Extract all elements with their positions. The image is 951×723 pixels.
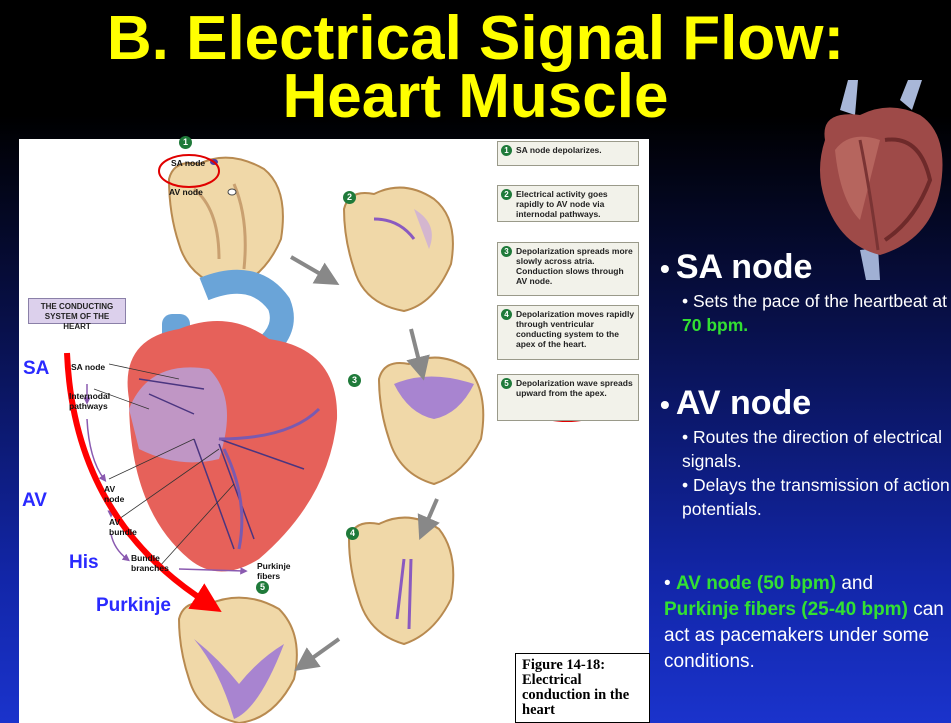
step-badge-2: 2: [343, 191, 356, 204]
step-box-2-num: 2: [501, 189, 512, 200]
side-label-av: AV: [22, 490, 47, 512]
heart-diagram-5: [179, 598, 297, 723]
sa-node-rate: 70 bpm.: [682, 315, 748, 335]
figure-caption: Figure 14-18: Electrical conduction in t…: [515, 653, 650, 723]
step-box-2: 2 Electrical activity goes rapidly to AV…: [497, 185, 639, 222]
av-node-sub-1: Routes the direction of electrical signa…: [682, 427, 942, 471]
label-av-node: AV node: [104, 484, 126, 504]
step-box-5: 5 Depolarization wave spreads upward fro…: [497, 374, 639, 421]
label-purkinje-fibers: Purkinje fibers: [257, 561, 297, 581]
label-bundle-branches: Bundle branches: [131, 553, 176, 573]
pacemaker-and: and: [841, 573, 873, 594]
step-box-1: 1 SA node depolarizes.: [497, 141, 639, 166]
label-av-bundle: AV bundle: [109, 517, 139, 537]
bullet-sa-node: •SA node • Sets the pace of the heartbea…: [660, 248, 950, 337]
label-internodal: Internodal pathways: [69, 391, 119, 411]
step-badge-4: 4: [346, 527, 359, 540]
conducting-system-box: THE CONDUCTING SYSTEM OF THE HEART: [28, 298, 126, 324]
heart-diagram-2: [344, 188, 453, 311]
step-box-5-num: 5: [501, 378, 512, 389]
step-box-3-text: Depolarization spreads more slowly acros…: [516, 246, 633, 286]
step-box-3: 3 Depolarization spreads more slowly acr…: [497, 242, 639, 296]
purkinje-rate: Purkinje fibers (25-40 bpm): [664, 599, 908, 620]
step-box-2-text: Electrical activity goes rapidly to AV n…: [516, 189, 608, 219]
side-label-sa: SA: [23, 358, 49, 380]
step-badge-5: 5: [256, 581, 269, 594]
av-node-rate: AV node (50 bpm): [676, 573, 836, 594]
step-badge-1: 1: [179, 136, 192, 149]
step-box-4-num: 4: [501, 309, 512, 320]
sa-node-heading: SA node: [676, 248, 813, 286]
sa-node-sub: Sets the pace of the heartbeat at: [693, 291, 947, 311]
step-box-5-text: Depolarization wave spreads upward from …: [516, 378, 633, 398]
heart-diagram-3: [379, 358, 483, 484]
label-sa-node: SA node: [71, 362, 105, 372]
step-badge-3: 3: [348, 374, 361, 387]
step-box-4: 4 Depolarization moves rapidly through v…: [497, 305, 639, 360]
step-box-3-num: 3: [501, 246, 512, 257]
heart-diagram-1: [169, 158, 283, 289]
av-node-heading: AV node: [676, 384, 811, 422]
bullet-pacemakers: • AV node (50 bpm) and Purkinje fibers (…: [664, 571, 949, 675]
bullet-av-node: •AV node • Routes the direction of elect…: [660, 384, 950, 521]
step-box-4-text: Depolarization moves rapidly through ven…: [516, 309, 634, 349]
label-sa-node-top: SA node: [171, 158, 205, 168]
step-box-1-num: 1: [501, 145, 512, 156]
side-label-purkinje: Purkinje: [96, 595, 171, 617]
label-av-node-top: AV node: [169, 187, 203, 197]
side-label-his: His: [69, 552, 99, 574]
conducting-system-heart: [128, 282, 337, 572]
step-box-1-text: SA node depolarizes.: [516, 145, 602, 155]
av-node-sub-2: Delays the transmission of action potent…: [682, 475, 950, 519]
heart-diagram-4: [349, 518, 453, 644]
title-line-1: B. Electrical Signal Flow:: [0, 10, 951, 68]
conduction-figure: 1 2 3 4 5 SA node AV node SA node Intern…: [19, 139, 649, 723]
